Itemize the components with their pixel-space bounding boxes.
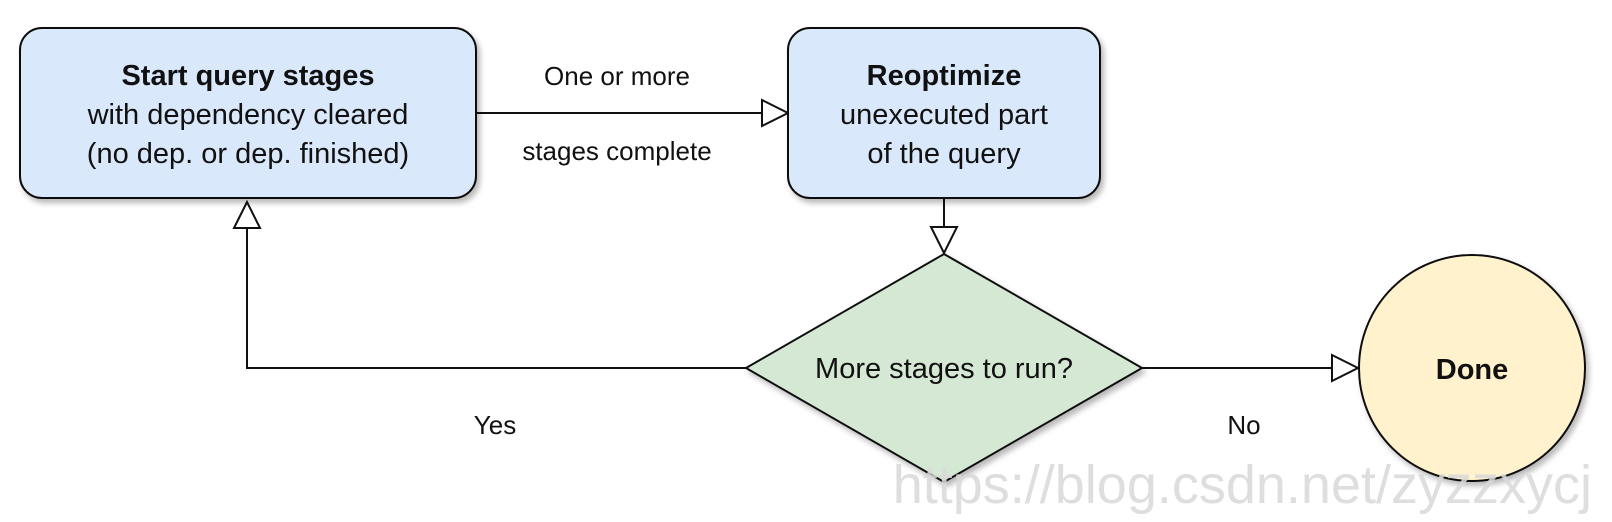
edge-start-to-reoptimize xyxy=(476,98,791,128)
node-start-box xyxy=(19,27,477,199)
arrowhead-icon xyxy=(1331,353,1361,383)
edge-decision-to-start xyxy=(232,199,746,369)
node-reoptimize-line3: of the query xyxy=(867,138,1021,170)
node-decision-diamond xyxy=(743,252,1145,484)
edge-label-no: No xyxy=(1227,410,1260,440)
edge-reoptimize-to-decision xyxy=(929,198,959,256)
node-start-line2: with dependency cleared xyxy=(87,99,409,131)
node-reoptimize-title: Reoptimize xyxy=(867,60,1022,92)
node-reoptimize: Reoptimize unexecuted part of the query xyxy=(787,27,1101,199)
arrowhead-icon xyxy=(232,199,262,229)
edge-decision-to-done xyxy=(1142,353,1361,383)
node-done-circle xyxy=(1358,254,1586,482)
arrowhead-icon xyxy=(929,226,959,256)
node-reoptimize-line2: unexecuted part xyxy=(840,99,1048,131)
edge-label-stages-complete: stages complete xyxy=(522,136,711,166)
node-start-title: Start query stages xyxy=(121,60,374,92)
node-start-line3: (no dep. or dep. finished) xyxy=(87,138,409,170)
node-decision-label: More stages to run? xyxy=(815,353,1073,385)
node-decision: More stages to run? xyxy=(743,252,1145,484)
node-reoptimize-box xyxy=(787,27,1101,199)
node-done: Done xyxy=(1358,254,1586,482)
node-done-label: Done xyxy=(1436,354,1509,386)
node-start-query-stages: Start query stages with dependency clear… xyxy=(19,27,477,199)
watermark-text: https://blog.csdn.net/zyzzxycj xyxy=(893,455,1592,515)
edge-label-yes: Yes xyxy=(474,410,516,440)
arrowhead-icon xyxy=(761,98,791,128)
edge-label-one-or-more: One or more xyxy=(544,61,690,91)
